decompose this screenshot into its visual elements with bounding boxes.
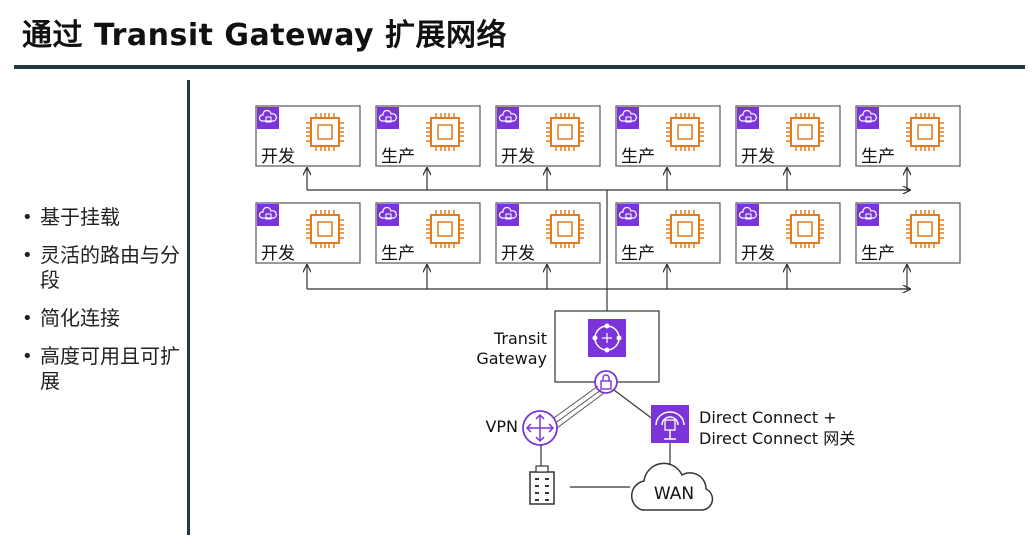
- bullet-item: 基于挂载: [20, 205, 190, 230]
- vpn-tunnel-line: [550, 385, 599, 421]
- vpc-box: 开发: [735, 105, 841, 167]
- vpc-rows: 开发生产开发生产开发生产开发生产开发生产开发生产: [255, 105, 961, 289]
- bullet-item: 高度可用且可扩展: [20, 344, 190, 394]
- vpc-icon: [376, 203, 400, 227]
- vpc-box: 生产: [375, 105, 481, 167]
- dc-label-line2: Direct Connect 网关: [699, 429, 855, 448]
- lock-icon: [594, 370, 618, 394]
- vpn-tunnel-line: [556, 392, 605, 429]
- vpc-env-label: 生产: [861, 244, 895, 264]
- wan-label: WAN: [654, 484, 694, 504]
- vpc-icon: [376, 106, 400, 130]
- vpc-env-label: 生产: [381, 147, 415, 167]
- vpc-box: 开发: [255, 202, 361, 264]
- bullet-list: 基于挂载 灵活的路由与分段 简化连接 高度可用且可扩展: [20, 205, 190, 407]
- vpc-box: 生产: [615, 105, 721, 167]
- vpc-icon: [256, 106, 280, 130]
- dx-link-line: [613, 389, 655, 421]
- vpc-box: 开发: [255, 105, 361, 167]
- vpn-tunnel-line: [553, 389, 602, 425]
- vpc-icon: [616, 106, 640, 130]
- vpc-box: 开发: [495, 202, 601, 264]
- tgw-label-line2: Gateway: [476, 349, 547, 368]
- bullet-item: 灵活的路由与分段: [20, 243, 190, 293]
- vpc-env-label: 生产: [621, 147, 655, 167]
- corporate-building-icon: [529, 465, 555, 505]
- vpc-env-label: 开发: [261, 244, 295, 264]
- transit-gateway-icon: [588, 319, 626, 357]
- dc-label-line1: Direct Connect +: [699, 408, 837, 427]
- vpc-box: 生产: [375, 202, 481, 264]
- bullet-item: 简化连接: [20, 306, 190, 331]
- vpc-env-label: 开发: [501, 244, 535, 264]
- vpc-env-label: 开发: [501, 147, 535, 167]
- vpc-env-label: 开发: [741, 147, 775, 167]
- vpc-icon: [616, 203, 640, 227]
- vpc-icon: [736, 203, 760, 227]
- vpc-icon: [856, 203, 880, 227]
- vpn-label: VPN: [485, 417, 518, 436]
- vpc-icon: [856, 106, 880, 130]
- slide-title: 通过 Transit Gateway 扩展网络: [22, 18, 508, 53]
- direct-connect-icon: [651, 405, 689, 443]
- vpc-env-label: 开发: [741, 244, 775, 264]
- vpc-env-label: 生产: [621, 244, 655, 264]
- vpc-box: 生产: [615, 202, 721, 264]
- title-underline: [14, 65, 1025, 69]
- vpc-icon: [736, 106, 760, 130]
- vpn-router-icon: [522, 410, 558, 446]
- vpc-box: 开发: [495, 105, 601, 167]
- vpc-box: 生产: [855, 202, 961, 264]
- vpc-env-label: 开发: [261, 147, 295, 167]
- wan-cloud-icon: [630, 462, 714, 511]
- tgw-label-line1: Transit: [493, 329, 547, 348]
- vpc-env-label: 生产: [861, 147, 895, 167]
- vpc-icon: [496, 106, 520, 130]
- vpc-env-label: 生产: [381, 244, 415, 264]
- vpc-box: 生产: [855, 105, 961, 167]
- vpc-box: 开发: [735, 202, 841, 264]
- vpc-icon: [496, 203, 520, 227]
- vpc-icon: [256, 203, 280, 227]
